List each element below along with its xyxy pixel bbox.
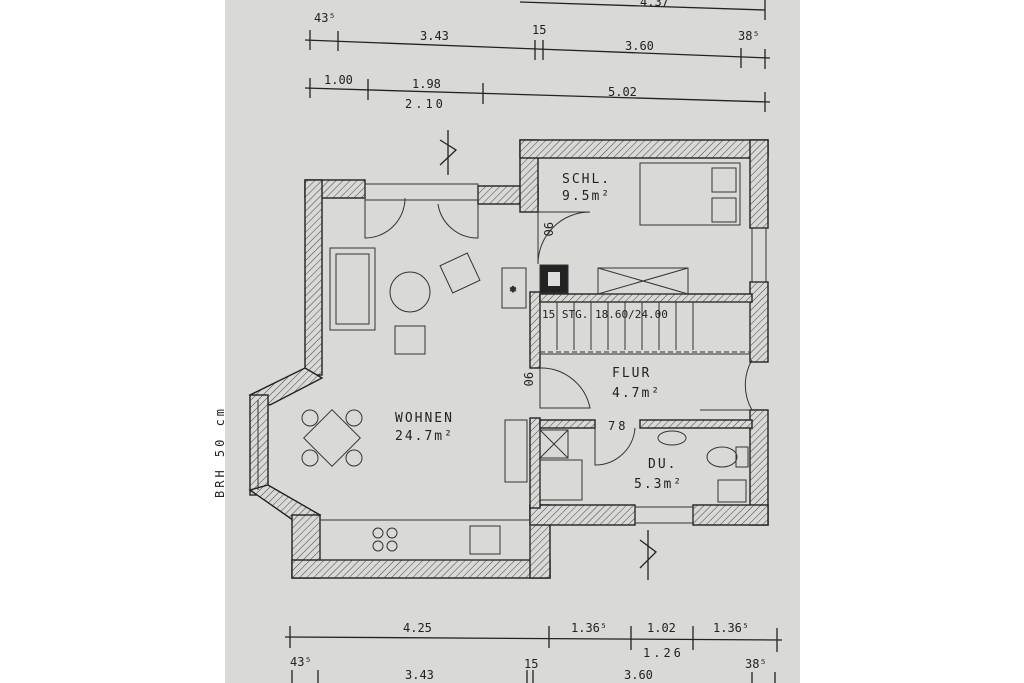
room-labels: SCHL. 9.5m² WOHNEN 24.7m² FLUR 4.7m² DU.… bbox=[213, 172, 683, 498]
dim-bottom-3-60: 3.60 bbox=[624, 668, 653, 682]
dim-1-36-5-left: 1.36⁵ bbox=[571, 621, 607, 635]
dim-1-98: 1.98 bbox=[412, 77, 441, 91]
dim-1-26: 1.26 bbox=[643, 646, 684, 660]
windows bbox=[257, 183, 767, 524]
dim-top-cut: 4.37 bbox=[640, 0, 669, 9]
dim-1-00: 1.00 bbox=[324, 73, 353, 87]
dim-bottom-3-43: 3.43 bbox=[405, 668, 434, 682]
dim-bottom-43-5: 43⁵ bbox=[290, 655, 312, 669]
dim-4-25: 4.25 bbox=[403, 621, 432, 635]
svg-text:✱: ✱ bbox=[510, 284, 516, 295]
dim-2-10: 2.10 bbox=[405, 97, 446, 111]
dim-bottom-38-5: 38⁵ bbox=[745, 657, 767, 671]
dim-1-36-5-right: 1.36⁵ bbox=[713, 621, 749, 635]
room-schl-area: 9.5m² bbox=[562, 189, 611, 204]
staircase bbox=[539, 301, 751, 355]
stairs-label: 15 STG. 18.60/24.00 bbox=[542, 308, 668, 321]
dim-bottom-15: 15 bbox=[524, 657, 538, 671]
room-schl-name: SCHL. bbox=[562, 172, 611, 187]
door-width-flur: 90 bbox=[521, 372, 535, 386]
room-wohnen-name: WOHNEN bbox=[395, 411, 454, 426]
room-du-area: 5.3m² bbox=[634, 477, 683, 492]
furniture: ✱ bbox=[301, 162, 751, 561]
dim-3-43: 3.43 bbox=[420, 29, 449, 43]
doors bbox=[364, 197, 753, 466]
room-du-name: DU. bbox=[648, 457, 677, 472]
door-width-du: 78 bbox=[608, 419, 628, 433]
dim-38-5: 38⁵ bbox=[738, 29, 760, 43]
dim-3-60: 3.60 bbox=[625, 39, 654, 53]
top-dimensions: 4.37 43⁵ 3.43 15 3.60 38⁵ 1.00 1.98 2.10… bbox=[304, 0, 771, 112]
room-flur-name: FLUR bbox=[612, 366, 651, 381]
section-mark-top bbox=[439, 130, 458, 175]
dim-5-02: 5.02 bbox=[608, 85, 637, 99]
section-mark-bottom bbox=[639, 530, 657, 580]
dim-1-02: 1.02 bbox=[647, 621, 676, 635]
room-wohnen-area: 24.7m² bbox=[395, 429, 454, 444]
dim-43-5: 43⁵ bbox=[314, 11, 336, 25]
bottom-dimensions: 4.25 1.36⁵ 1.02 1.26 1.36⁵ 43⁵ 3.43 15 3… bbox=[284, 621, 783, 683]
room-flur-area: 4.7m² bbox=[612, 386, 661, 401]
walls bbox=[248, 139, 769, 579]
bay-window-note: BRH 50 cm bbox=[213, 406, 227, 498]
door-width-schl: 90 bbox=[541, 222, 555, 236]
dim-15: 15 bbox=[532, 23, 546, 37]
